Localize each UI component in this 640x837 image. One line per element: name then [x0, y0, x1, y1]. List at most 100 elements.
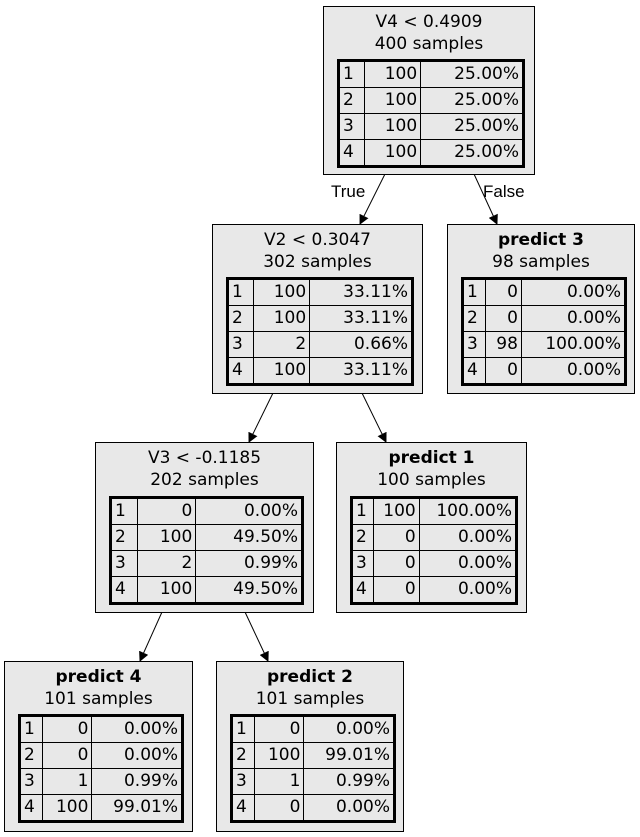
percent-cell: 0.00% — [418, 524, 517, 551]
count-cell: 0 — [254, 794, 305, 821]
count-cell: 0 — [254, 716, 305, 743]
percent-cell: 33.11% — [309, 279, 412, 306]
count-cell: 100 — [253, 357, 311, 384]
class-cell: 3 — [338, 113, 366, 140]
node-title: predict 4 — [55, 667, 142, 687]
node-title: predict 1 — [388, 448, 475, 468]
count-cell: 100 — [253, 305, 311, 332]
count-cell: 100 — [137, 576, 197, 603]
percent-cell: 0.00% — [91, 716, 182, 743]
node-samples: 100 samples — [377, 470, 486, 490]
count-cell: 0 — [372, 576, 420, 603]
node-samples: 101 samples — [255, 689, 365, 709]
percent-cell: 0.99% — [91, 768, 182, 795]
class-cell: 4 — [462, 357, 487, 384]
percent-cell: 33.11% — [309, 305, 412, 332]
class-cell: 1 — [462, 279, 487, 306]
edge-v3-p2 — [244, 611, 269, 662]
node-samples: 98 samples — [492, 252, 590, 272]
percent-cell: 25.00% — [420, 139, 523, 166]
edge-v2-p1 — [361, 392, 387, 443]
count-cell: 100 — [364, 113, 422, 140]
class-cell: 1 — [231, 716, 256, 743]
count-cell: 100 — [254, 742, 305, 769]
class-cell: 1 — [110, 498, 139, 525]
count-cell: 98 — [485, 331, 522, 358]
node-samples: 302 samples — [263, 252, 372, 272]
count-cell: 1 — [254, 768, 305, 795]
percent-cell: 99.01% — [303, 742, 394, 769]
node-samples: 400 samples — [374, 34, 484, 54]
percent-cell: 25.00% — [420, 113, 523, 140]
edge-v3-p4 — [139, 611, 163, 662]
count-cell: 100 — [364, 61, 422, 88]
count-cell: 2 — [253, 331, 311, 358]
percent-cell: 25.00% — [420, 61, 523, 88]
edge-label-true: True — [331, 182, 366, 201]
edge-root-p3 — [473, 173, 498, 225]
class-cell: 3 — [19, 768, 44, 795]
node-samples: 202 samples — [150, 470, 259, 490]
percent-cell: 0.00% — [520, 279, 626, 306]
percent-cell: 100.00% — [418, 498, 517, 525]
count-cell: 0 — [372, 524, 420, 551]
node-title: V2 < 0.3047 — [264, 230, 371, 250]
node-samples: 101 samples — [44, 689, 153, 709]
percent-cell: 33.11% — [309, 357, 412, 384]
percent-cell: 0.00% — [418, 550, 517, 577]
percent-cell: 0.00% — [91, 742, 182, 769]
percent-cell: 49.50% — [195, 576, 302, 603]
class-cell: 4 — [19, 794, 44, 821]
class-cell: 3 — [110, 550, 139, 577]
node-title: V3 < -0.1185 — [147, 448, 262, 468]
class-cell: 2 — [227, 305, 255, 332]
percent-cell: 0.66% — [309, 331, 412, 358]
count-cell: 0 — [485, 357, 522, 384]
class-cell: 3 — [227, 331, 255, 358]
percent-cell: 0.00% — [418, 576, 517, 603]
class-cell: 4 — [110, 576, 139, 603]
count-cell: 2 — [137, 550, 197, 577]
count-cell: 100 — [364, 139, 422, 166]
class-cell: 2 — [19, 742, 44, 769]
node-title: V4 < 0.4909 — [375, 12, 483, 32]
percent-cell: 25.00% — [420, 87, 523, 114]
percent-cell: 0.00% — [520, 357, 626, 384]
count-cell: 0 — [42, 716, 93, 743]
percent-cell: 0.99% — [303, 768, 394, 795]
